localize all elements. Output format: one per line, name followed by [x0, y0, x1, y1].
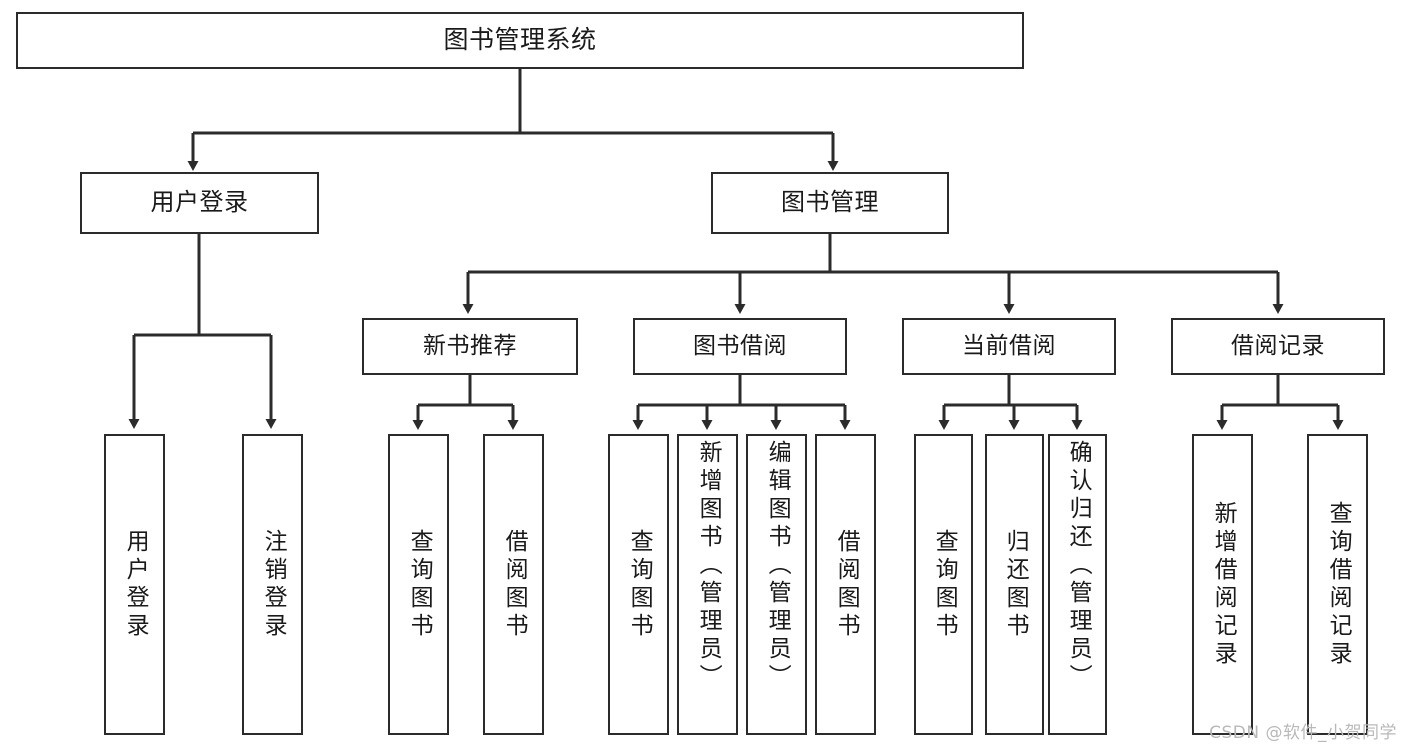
leaf-borrow-record-add[interactable]: 新增借阅记录 — [1192, 434, 1253, 735]
node-label: 查询图书 — [406, 528, 433, 641]
leaf-user-login-logout[interactable]: 注销登录 — [242, 434, 303, 735]
node-label: 借阅图书 — [501, 528, 528, 641]
node-book-management[interactable]: 图书管理 — [711, 172, 949, 234]
node-book-borrow[interactable]: 图书借阅 — [633, 318, 847, 375]
leaf-current-borrow-query[interactable]: 查询图书 — [914, 434, 973, 735]
leaf-current-borrow-return[interactable]: 归还图书 — [985, 434, 1044, 735]
node-label: 借阅记录 — [1231, 333, 1325, 360]
node-user-login[interactable]: 用户登录 — [80, 172, 319, 234]
node-label: 查询图书 — [626, 528, 653, 641]
node-root-system[interactable]: 图书管理系统 — [16, 12, 1024, 69]
leaf-new-book-borrow[interactable]: 借阅图书 — [483, 434, 544, 735]
node-label: 归还图书 — [1002, 528, 1029, 641]
node-label: 用户登录 — [150, 188, 249, 217]
watermark-text: CSDN @软件_小贺同学 — [1209, 723, 1397, 743]
node-label: 当前借阅 — [962, 333, 1056, 360]
node-label: 确认归还（管理员） — [1065, 440, 1092, 692]
node-label: 借阅图书 — [833, 528, 860, 641]
leaf-book-borrow-edit[interactable]: 编辑图书（管理员） — [746, 434, 807, 735]
leaf-borrow-record-query[interactable]: 查询借阅记录 — [1307, 434, 1368, 735]
leaf-current-borrow-confirm-return[interactable]: 确认归还（管理员） — [1048, 434, 1107, 735]
node-label: 编辑图书（管理员） — [764, 440, 791, 692]
node-label: 查询图书 — [931, 528, 958, 641]
node-borrow-record[interactable]: 借阅记录 — [1171, 318, 1385, 375]
leaf-book-borrow-query[interactable]: 查询图书 — [608, 434, 669, 735]
leaf-new-book-query[interactable]: 查询图书 — [388, 434, 449, 735]
node-label: 新增借阅记录 — [1210, 500, 1237, 669]
leaf-book-borrow-add[interactable]: 新增图书（管理员） — [677, 434, 738, 735]
leaf-book-borrow-borrow[interactable]: 借阅图书 — [815, 434, 876, 735]
node-label: 新书推荐 — [423, 333, 517, 360]
node-label: 图书管理 — [781, 188, 879, 217]
node-label: 用户登录 — [122, 528, 149, 641]
node-current-borrow[interactable]: 当前借阅 — [902, 318, 1116, 375]
node-label: 图书管理系统 — [443, 25, 597, 55]
node-label: 查询借阅记录 — [1325, 500, 1352, 669]
node-label: 新增图书（管理员） — [695, 440, 722, 692]
node-label: 图书借阅 — [693, 333, 787, 360]
node-new-book-recommend[interactable]: 新书推荐 — [362, 318, 578, 375]
leaf-user-login-login[interactable]: 用户登录 — [104, 434, 165, 735]
node-label: 注销登录 — [260, 528, 287, 641]
